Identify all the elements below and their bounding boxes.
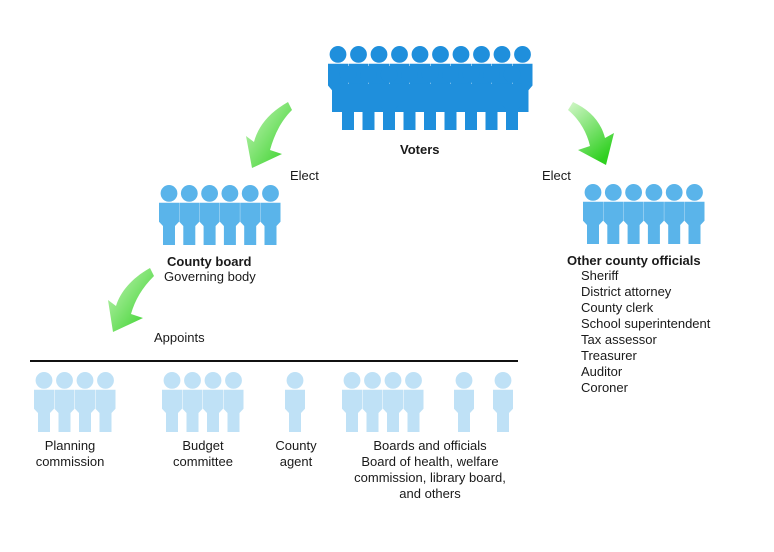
person-icon [223, 372, 244, 432]
person-icon [623, 184, 644, 244]
person-icon [643, 184, 664, 244]
official-item: County clerk [581, 300, 654, 315]
person-icon [240, 185, 261, 245]
person-icon [162, 372, 182, 432]
county-board-title: County board [167, 254, 252, 269]
person-icon [493, 372, 513, 432]
curved-arrow-icon [246, 102, 292, 168]
person-icon [75, 372, 95, 432]
county-board-group [159, 185, 281, 245]
official-item: Tax assessor [581, 332, 657, 347]
person-icon [603, 184, 624, 244]
person-icon [362, 372, 383, 432]
person-icon [358, 66, 379, 130]
other-officials-group [583, 184, 705, 244]
elect-left-label: Elect [290, 168, 319, 183]
official-item: School superintendent [581, 316, 711, 331]
person-icon [440, 66, 461, 130]
voters-group [328, 46, 533, 130]
person-icon [399, 66, 420, 130]
person-icon [342, 372, 362, 432]
county-board-subtitle: Governing body [164, 269, 256, 284]
official-item: Sheriff [581, 268, 619, 283]
person-icon [383, 372, 403, 432]
person-icon [403, 372, 424, 432]
person-icon [260, 185, 281, 245]
person-icon [203, 372, 223, 432]
official-item: Treasurer [581, 348, 637, 363]
county-agent-label: County agent [275, 438, 317, 469]
planning-commission-label: Planning commission [35, 438, 105, 469]
person-icon [199, 185, 220, 245]
person-icon [684, 184, 705, 244]
person-icon [95, 372, 116, 432]
boards-officials-label: Boards and officials Board of health, we… [354, 438, 506, 501]
person-icon [54, 372, 75, 432]
appoints-label: Appoints [154, 330, 205, 345]
curved-arrow-icon [108, 268, 154, 332]
person-icon [481, 66, 502, 130]
person-icon [179, 185, 200, 245]
official-item: Auditor [581, 364, 623, 379]
budget-committee-label: Budget committee [173, 438, 233, 469]
elect-right-label: Elect [542, 168, 571, 183]
official-item: District attorney [581, 284, 672, 299]
person-icon [285, 372, 305, 432]
person-icon [338, 66, 358, 130]
person-icon [502, 66, 522, 130]
person-icon [420, 66, 440, 130]
person-icon [159, 185, 179, 245]
appointed-groups [34, 372, 513, 432]
person-icon [379, 66, 399, 130]
other-officials-title: Other county officials [567, 253, 701, 268]
person-icon [34, 372, 54, 432]
person-icon [461, 66, 481, 130]
person-icon [664, 184, 685, 244]
curved-arrow-icon [568, 102, 614, 165]
person-icon [454, 372, 474, 432]
person-icon [583, 184, 603, 244]
person-icon [219, 185, 240, 245]
person-icon [182, 372, 203, 432]
voters-label: Voters [400, 142, 440, 157]
official-item: Coroner [581, 380, 628, 395]
other-officials-list: Sheriff District attorney County clerk S… [581, 268, 710, 396]
